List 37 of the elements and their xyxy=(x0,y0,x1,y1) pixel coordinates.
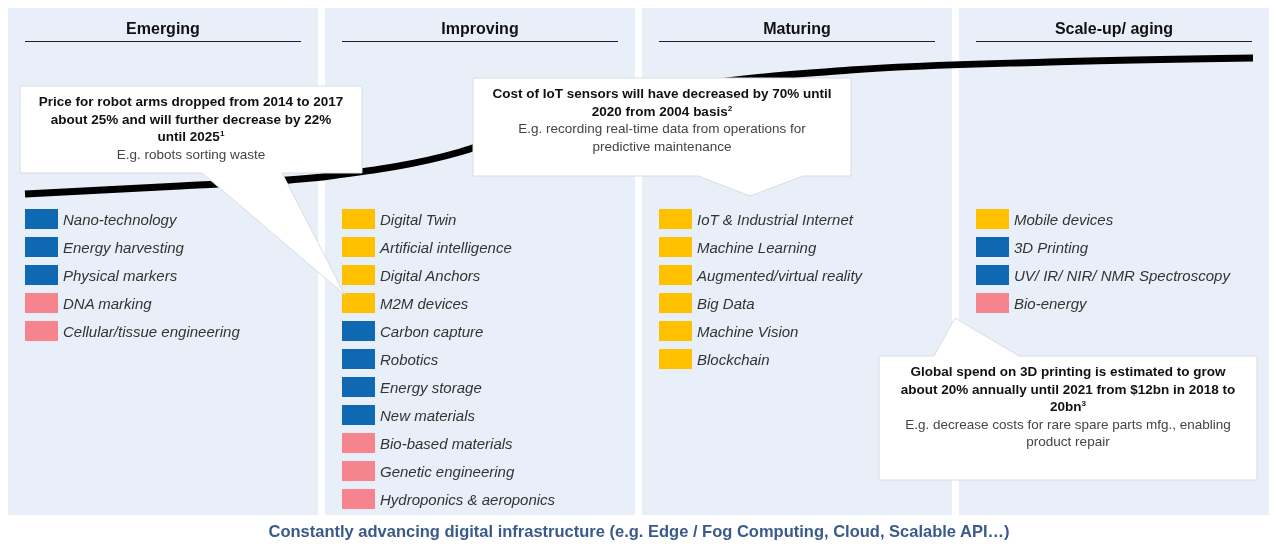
technology-label: Bio-based materials xyxy=(380,434,513,452)
callout-statement: Price for robot arms dropped from 2014 to 2017 about 25% and will further decrease by 22% until 2025$^{1}$ xyxy=(37,93,345,146)
technology-label: 3D Printing xyxy=(1014,238,1089,256)
technology-label: Blockchain xyxy=(697,350,770,368)
technology-label: Machine Learning xyxy=(697,238,817,256)
callout-example: E.g. robots sorting waste xyxy=(115,145,267,164)
technology-label: Genetic engineering xyxy=(380,462,515,480)
technology-label: DNA marking xyxy=(63,294,152,312)
infrastructure-label: Constantly advancing digital infrastructure (e.g. Edge / Fog Computing, Cloud, Scalable API…) xyxy=(268,521,1010,541)
technology-label: M2M devices xyxy=(380,294,469,312)
technology-label: New materials xyxy=(380,406,476,424)
technology-label: IoT & Industrial Internet xyxy=(697,210,853,228)
technology-label: Big Data xyxy=(697,294,755,312)
column-heading: Emerging xyxy=(25,20,301,42)
technology-label: Physical markers xyxy=(63,266,178,284)
technology-label: Augmented/virtual reality xyxy=(697,266,863,284)
column-heading: Improving xyxy=(342,20,618,42)
technology-label: Nano-technology xyxy=(63,210,177,228)
technology-label: Carbon capture xyxy=(380,322,484,340)
technology-label: Hydroponics & aeroponics xyxy=(380,490,556,508)
technology-label: Artificial intelligence xyxy=(380,238,512,256)
column-heading: Maturing xyxy=(659,20,935,42)
technology-label: Digital Anchors xyxy=(380,266,481,284)
technology-label: Mobile devices xyxy=(1014,210,1114,228)
technology-label: Cellular/tissue engineering xyxy=(63,322,240,340)
technology-label: Energy harvesting xyxy=(63,238,184,256)
technology-label: Bio-energy xyxy=(1014,294,1087,312)
technology-label: Robotics xyxy=(380,350,439,368)
callout-example: E.g. recording real-time data from operations for predictive maintenance xyxy=(517,120,807,156)
technology-label: UV/ IR/ NIR/ NMR Spectroscopy xyxy=(1014,266,1230,284)
technology-label: Energy storage xyxy=(380,378,482,396)
callout-statement: Cost of IoT sensors will have decreased by 70% until 2020 from 2004 basis$^{2}$ xyxy=(491,85,833,121)
column-heading: Scale-up/ aging xyxy=(976,20,1252,42)
technology-label: Digital Twin xyxy=(380,210,457,228)
callout-example: E.g. decrease costs for rare spare parts mfg., enabling product repair xyxy=(904,415,1232,451)
callout-statement: Global spend on 3D printing is estimated to grow about 20% annually until 2021 from $12bn in 2018 to 20bn$^{3}$ xyxy=(899,363,1237,416)
technology-label: Machine Vision xyxy=(697,322,799,340)
